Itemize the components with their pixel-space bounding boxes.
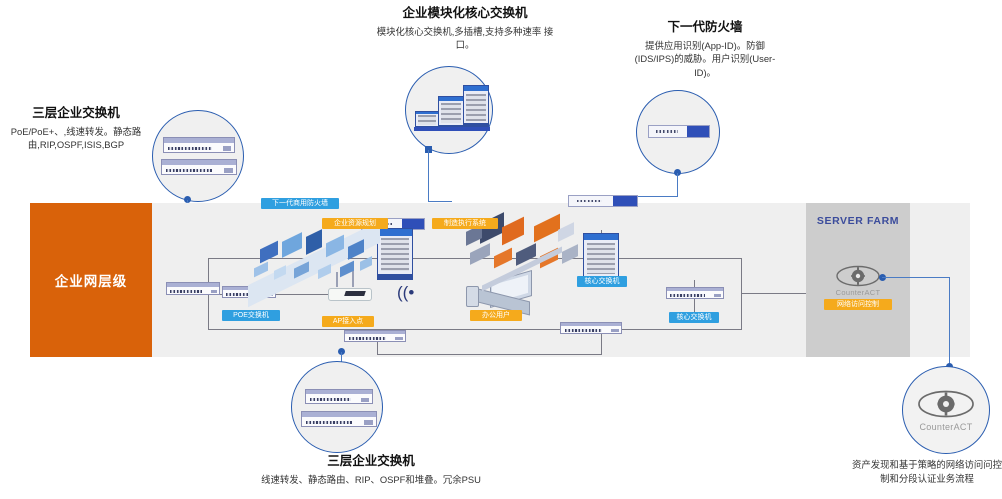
callout-body: PoE/PoE+、,线速转发。静态路由,RIP,OSPF,ISIS,BGP bbox=[10, 125, 142, 151]
label-ap-access-point: AP接入点 bbox=[322, 316, 374, 327]
label-office-user: 办公用户 bbox=[470, 310, 522, 321]
callout-circle-modular-core-switch bbox=[405, 66, 493, 154]
enterprise-tier-label: 企业网层级 bbox=[54, 274, 128, 289]
eye-icon bbox=[836, 265, 880, 287]
counteract-leader-line bbox=[882, 277, 950, 279]
topology-wire bbox=[742, 293, 806, 295]
label-network-access-control: 网络访问控制 bbox=[824, 299, 892, 310]
callout-counteract: 资产发现和基于策略的网络访问问控制和分段认证业务流程 bbox=[852, 458, 1002, 485]
edge-firewall-icon bbox=[568, 195, 638, 207]
bottom-switch-icon-2 bbox=[344, 330, 406, 342]
label-erp: 企业资源规划 bbox=[322, 218, 388, 229]
server-farm-block: SERVER FARM CounterACT 网络访问控制 bbox=[806, 203, 910, 357]
rack-switch-icon bbox=[305, 389, 373, 404]
callout-title: 三层企业交换机 bbox=[32, 106, 120, 120]
callout-leader-line bbox=[612, 196, 678, 198]
callout-modular-core-switch: 企业模块化核心交换机 模块化核心交换机,多插槽,支持多种速率 接口。 bbox=[333, 6, 597, 52]
counteract-label: CounterACT bbox=[919, 421, 973, 432]
chassis-switch-icon bbox=[463, 85, 489, 129]
edge-switch-icon bbox=[166, 282, 220, 295]
label-next-gen-commercial-firewall: 下一代商用防火墙 bbox=[261, 198, 339, 209]
tablet-icon bbox=[466, 286, 479, 307]
callout-l3-switch-top-left: 三层企业交换机 PoE/PoE+、,线速转发。静态路由,RIP,OSPF,ISI… bbox=[0, 106, 152, 152]
rack-switch-icon bbox=[163, 137, 235, 153]
chassis-switch-icon bbox=[438, 96, 464, 129]
office-scene-illustration bbox=[238, 220, 390, 308]
topology-wire bbox=[377, 354, 601, 356]
callout-anchor-dot bbox=[338, 348, 345, 355]
label-core-switch-1: 核心交换机 bbox=[577, 276, 627, 287]
counteract-eye-icon-small: CounterACT bbox=[828, 265, 888, 297]
callout-anchor-dot bbox=[674, 169, 681, 176]
callout-leader-line bbox=[428, 150, 430, 202]
callout-body: 资产发现和基于策略的网络访问问控制和分段认证业务流程 bbox=[852, 459, 1002, 484]
firewall-icon bbox=[648, 125, 710, 138]
callout-circle-next-gen-firewall bbox=[636, 90, 720, 174]
callout-l3-switch-bottom: 三层企业交换机 线速转发、静态路由、RIP、OSPF和堆叠。冗余PSU bbox=[232, 454, 510, 486]
callout-body: 提供应用识别(App-ID)。防御 (IDS/IPS)的威胁。用户识别(User… bbox=[634, 39, 776, 78]
rack-switch-icon bbox=[301, 411, 377, 427]
callout-next-gen-firewall: 下一代防火墙 提供应用识别(App-ID)。防御 (IDS/IPS)的威胁。用户… bbox=[592, 20, 818, 80]
callout-anchor-dot bbox=[425, 146, 432, 153]
callout-leader-line bbox=[677, 173, 679, 197]
eye-icon bbox=[918, 390, 974, 417]
callout-leader-line bbox=[428, 201, 452, 203]
topology-wire bbox=[601, 329, 603, 355]
server-farm-title: SERVER FARM bbox=[816, 215, 900, 227]
wifi-signal-icon: ((• bbox=[397, 283, 415, 302]
label-poe-switch: POE交换机 bbox=[222, 310, 280, 321]
callout-title: 企业模块化核心交换机 bbox=[402, 6, 528, 20]
aggregation-switch-icon bbox=[666, 287, 724, 299]
label-core-switch-2: 核心交换机 bbox=[669, 312, 719, 323]
callout-circle-counteract: CounterACT bbox=[902, 366, 990, 454]
label-mes: 制造执行系统 bbox=[432, 218, 498, 229]
counteract-leader-line bbox=[949, 277, 951, 366]
counteract-label: CounterACT bbox=[835, 288, 881, 297]
callout-circle-l3-switch-top-left bbox=[152, 110, 244, 202]
topology-wire bbox=[377, 329, 379, 355]
core-switch-chassis-right bbox=[583, 233, 619, 283]
wifi-access-point-icon bbox=[328, 269, 372, 306]
enterprise-tier-block: 企业网层级 bbox=[30, 203, 152, 357]
chassis-base bbox=[414, 127, 490, 131]
core-switch-chassis-left bbox=[377, 228, 413, 280]
callout-title: 三层企业交换机 bbox=[327, 454, 415, 468]
rack-switch-icon bbox=[161, 159, 237, 175]
callout-circle-l3-switch-bottom bbox=[291, 361, 383, 453]
callout-title: 下一代防火墙 bbox=[667, 20, 743, 34]
callout-body: 线速转发、静态路由、RIP、OSPF和堆叠。冗余PSU bbox=[261, 473, 481, 485]
callout-body: 模块化核心交换机,多插槽,支持多种速率 接口。 bbox=[376, 25, 554, 51]
bottom-switch-icon bbox=[560, 322, 622, 334]
callout-anchor-dot bbox=[184, 196, 191, 203]
counteract-eye-icon-large: CounterACT bbox=[916, 389, 976, 432]
